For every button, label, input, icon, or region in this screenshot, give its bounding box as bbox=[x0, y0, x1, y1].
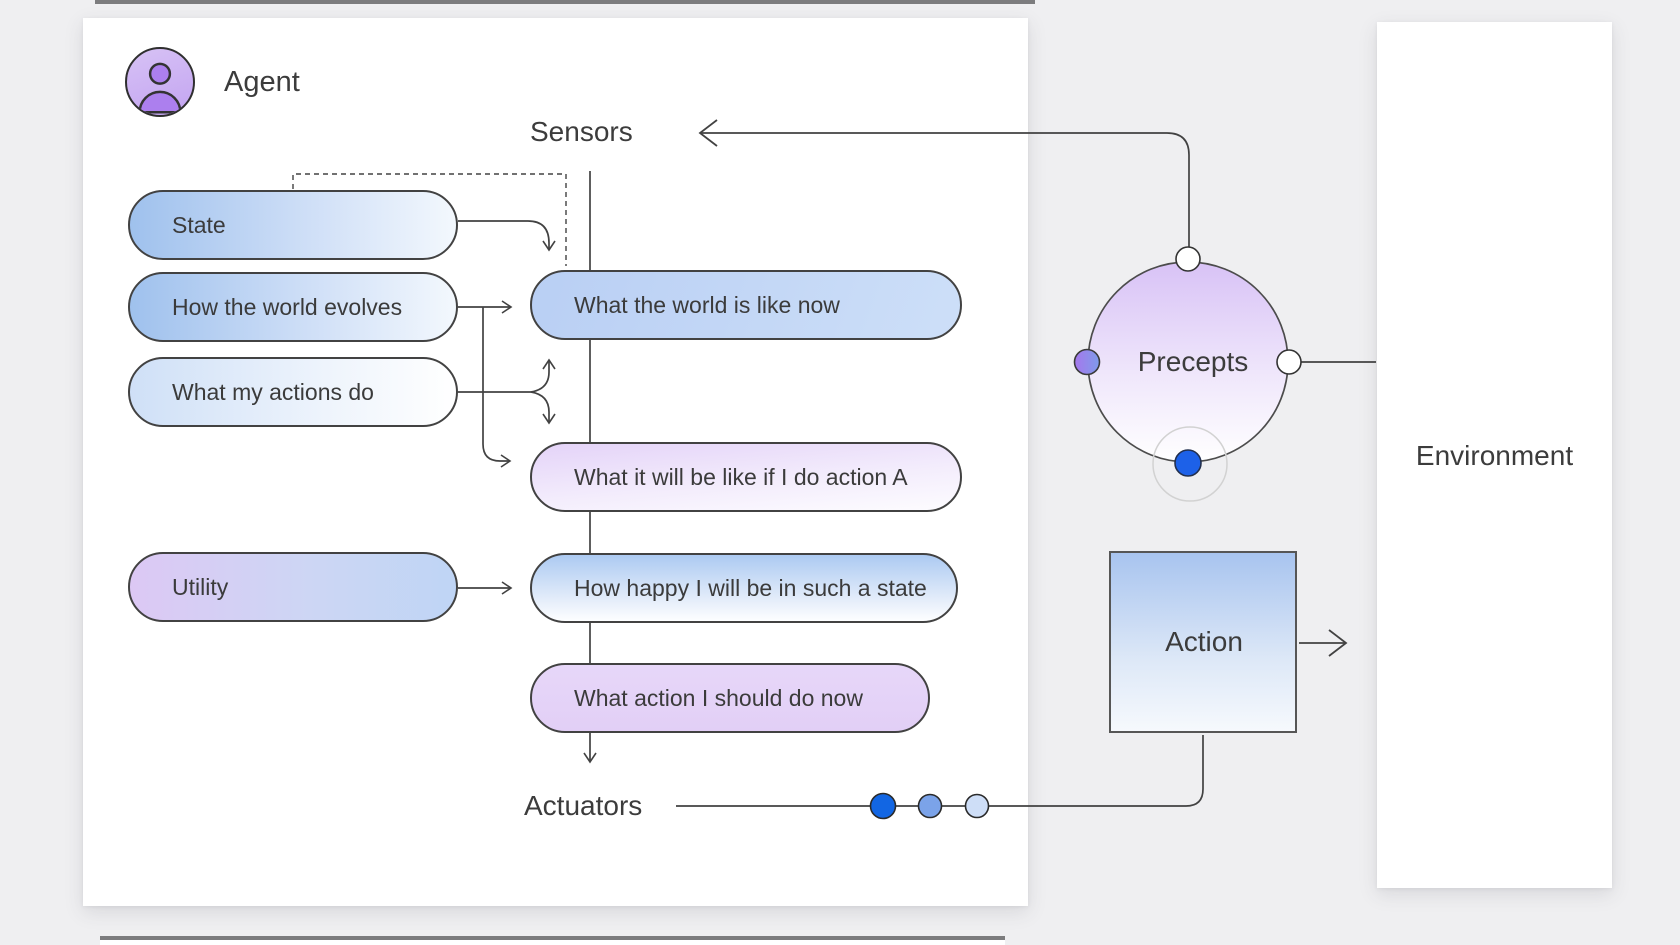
percept-dot-left[interactable] bbox=[1073, 348, 1101, 376]
agent-avatar bbox=[125, 47, 195, 117]
percept-dot-top[interactable] bbox=[1175, 246, 1201, 272]
node-action-decision[interactable]: What action I should do now bbox=[530, 663, 930, 733]
actuator-dot-2[interactable] bbox=[917, 793, 943, 819]
action-label: Action bbox=[1165, 626, 1243, 657]
actuator-dot-1[interactable] bbox=[869, 792, 897, 820]
actuators-label: Actuators bbox=[524, 790, 643, 821]
node-world-now[interactable]: What the world is like now bbox=[530, 270, 962, 340]
sensors-label: Sensors bbox=[530, 116, 633, 147]
environment-panel-title: Environment bbox=[1415, 440, 1574, 471]
dashed-state-to-now bbox=[292, 173, 567, 266]
sensor-arrow bbox=[698, 119, 1190, 248]
agent-panel-title: Agent bbox=[224, 66, 300, 98]
node-happiness[interactable]: How happy I will be in such a state bbox=[530, 553, 958, 623]
actions-to-now-arrow bbox=[530, 358, 556, 393]
person-icon bbox=[138, 62, 182, 114]
actuator-line bbox=[676, 735, 1204, 807]
environment-panel bbox=[1377, 22, 1612, 888]
node-world-if-action-label: What it will be like if I do action A bbox=[574, 463, 908, 490]
node-world-now-label: What the world is like now bbox=[574, 291, 840, 318]
node-happiness-label: How happy I will be in such a state bbox=[574, 574, 927, 601]
node-state[interactable]: State bbox=[128, 190, 458, 260]
actuator-dot-3[interactable] bbox=[964, 793, 990, 819]
actions-to-future-arrow bbox=[530, 391, 556, 425]
precepts-label: Precepts bbox=[1137, 346, 1249, 377]
node-what-my-actions-do-label: What my actions do bbox=[172, 378, 374, 405]
canvas-frame-bottom-fill bbox=[100, 940, 1005, 945]
node-what-my-actions-do[interactable]: What my actions do bbox=[128, 357, 458, 427]
node-action-decision-label: What action I should do now bbox=[574, 684, 863, 711]
canvas-frame-top bbox=[95, 0, 1035, 4]
node-state-label: State bbox=[172, 211, 226, 238]
node-world-if-action[interactable]: What it will be like if I do action A bbox=[530, 442, 962, 512]
state-to-now-arrow bbox=[458, 220, 556, 252]
node-utility[interactable]: Utility bbox=[128, 552, 458, 622]
percept-dot-right[interactable] bbox=[1276, 349, 1302, 375]
canvas-frame-bottom bbox=[100, 936, 1005, 940]
node-how-the-world-evolves-label: How the world evolves bbox=[172, 293, 403, 320]
percept-dot-bottom[interactable] bbox=[1174, 449, 1202, 477]
action-node[interactable] bbox=[1109, 551, 1297, 733]
node-utility-label: Utility bbox=[172, 573, 229, 600]
node-how-the-world-evolves[interactable]: How the world evolves bbox=[128, 272, 458, 342]
percept-dot-ring bbox=[1152, 426, 1228, 502]
junction-to-future-arrow bbox=[482, 307, 512, 468]
